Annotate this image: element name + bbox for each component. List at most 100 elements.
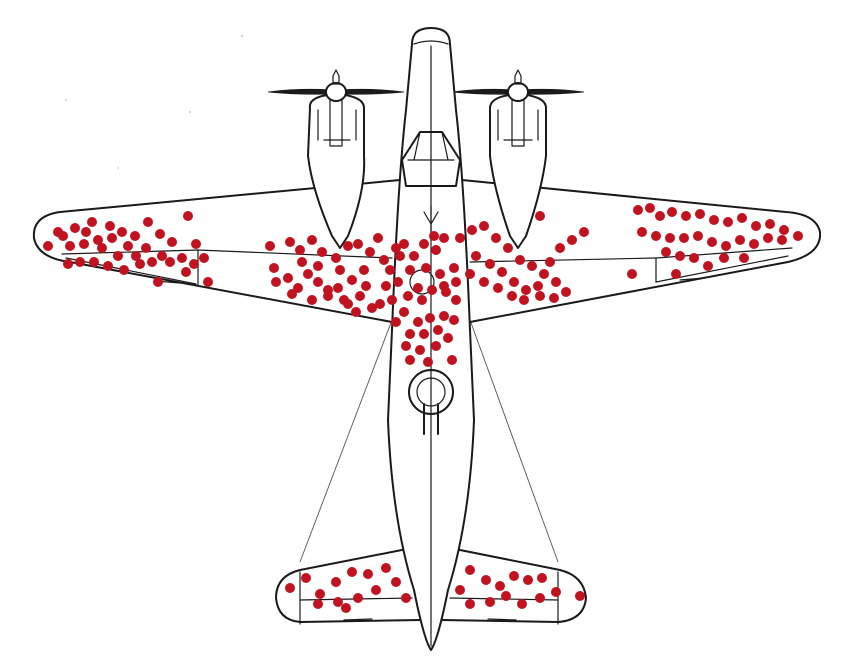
bullet-hit-dot	[419, 329, 429, 339]
bullet-hit-dot	[667, 207, 677, 217]
bullet-hit-dot	[465, 269, 475, 279]
hit-zone-left-wing-outer	[43, 211, 213, 287]
bullet-hit-dot	[435, 269, 445, 279]
bullet-hit-dot	[181, 267, 191, 277]
bullet-hit-dot	[709, 215, 719, 225]
bullet-hit-dot	[335, 265, 345, 275]
bullet-hit-dot	[497, 267, 507, 277]
bullet-hit-dot	[521, 285, 531, 295]
bullet-hit-dot	[535, 593, 545, 603]
bullet-hit-dot	[763, 233, 773, 243]
bullet-hit-dot	[155, 229, 165, 239]
bullet-hit-dot	[509, 277, 519, 287]
bullet-hit-dot	[671, 269, 681, 279]
bullet-hit-dot	[539, 269, 549, 279]
bullet-hit-dot	[723, 217, 733, 227]
bullet-hit-dot	[381, 281, 391, 291]
bullet-hit-dot	[347, 275, 357, 285]
bullet-hit-dot	[297, 257, 307, 267]
bullet-hit-dot	[493, 283, 503, 293]
bullet-hit-dot	[439, 233, 449, 243]
bullet-hit-dot	[431, 341, 441, 351]
bullet-hit-dot	[53, 227, 63, 237]
bullet-hit-dot	[343, 299, 353, 309]
bullet-hit-dot	[143, 217, 153, 227]
bullet-hit-dot	[355, 291, 365, 301]
bullet-hit-dot	[405, 265, 415, 275]
bullet-hit-dot	[331, 577, 341, 587]
bullet-hit-dot	[633, 205, 643, 215]
bullet-hit-dot	[777, 235, 787, 245]
bullet-hit-dot	[399, 239, 409, 249]
bullet-hit-dot	[431, 245, 441, 255]
bullet-hit-dot	[301, 573, 311, 583]
bullet-hit-dot	[381, 563, 391, 573]
bullet-hit-dot	[63, 259, 73, 269]
bullet-hit-dot	[313, 599, 323, 609]
bullet-hit-dot	[167, 237, 177, 247]
bullet-hit-dot	[353, 239, 363, 249]
bullet-hit-dot	[481, 575, 491, 585]
bullet-hit-dot	[645, 203, 655, 213]
bullet-hit-dot	[359, 265, 369, 275]
bullet-hit-dot	[479, 277, 489, 287]
bullet-hit-dot	[399, 307, 409, 317]
bullet-hit-dot	[739, 253, 749, 263]
bullet-hit-dot	[443, 333, 453, 343]
bullet-hit-dot	[269, 263, 279, 273]
right-engine	[451, 69, 585, 249]
bullet-hit-dot	[421, 263, 431, 273]
bullet-hit-dot	[479, 221, 489, 231]
bullet-hit-dot	[89, 257, 99, 267]
bullet-hit-dot	[317, 247, 327, 257]
bullet-hit-dot	[103, 261, 113, 271]
bullet-hit-dot	[567, 235, 577, 245]
bullet-hit-dot	[661, 247, 671, 257]
bullet-hit-dot	[555, 243, 565, 253]
bullet-hit-dot	[401, 593, 411, 603]
bullet-hit-dot	[401, 341, 411, 351]
bullet-hit-dot	[199, 253, 209, 263]
bullet-hit-dot	[307, 235, 317, 245]
bullet-hit-dot	[75, 257, 85, 267]
bullet-hit-dot	[119, 265, 129, 275]
bullet-hit-dot	[341, 603, 351, 613]
bullet-hit-dot	[665, 233, 675, 243]
bullet-hit-dot	[735, 235, 745, 245]
bracing-wires	[299, 319, 559, 563]
bullet-hit-dot	[315, 589, 325, 599]
bullet-hit-dot	[323, 291, 333, 301]
bullet-hit-dot	[183, 211, 193, 221]
bullet-hit-dot	[343, 241, 353, 251]
bullet-hit-dot	[43, 241, 53, 251]
bullet-hit-dot	[503, 243, 513, 253]
bullet-hit-dot	[131, 251, 141, 261]
bullet-hit-dot	[97, 243, 107, 253]
bullet-hit-dot	[707, 237, 717, 247]
bullet-hit-dot	[413, 283, 423, 293]
hit-zone-right-wing-outer	[627, 203, 803, 279]
bullet-hit-dot	[391, 317, 401, 327]
bullet-hit-dot	[465, 599, 475, 609]
paper-specks	[65, 34, 244, 169]
bullet-hit-dot	[627, 269, 637, 279]
bullet-hit-dot	[537, 573, 547, 583]
bullet-hit-dot	[157, 251, 167, 261]
bullet-hit-dot	[465, 565, 475, 575]
bullet-hit-dot	[307, 295, 317, 305]
bullet-hit-dot	[695, 209, 705, 219]
bullet-hit-dot	[313, 261, 323, 271]
bullet-hit-dot	[471, 251, 481, 261]
bullet-hit-dot	[331, 253, 341, 263]
hit-zone-fuselage-center	[391, 231, 461, 367]
bullet-hit-dot	[519, 295, 529, 305]
fuselage	[387, 27, 475, 651]
bullet-hit-dot	[413, 317, 423, 327]
bullet-hit-dot	[409, 251, 419, 261]
bullet-hit-dot	[415, 345, 425, 355]
bullet-hit-dot	[417, 295, 427, 305]
bullet-hit-dot	[387, 295, 397, 305]
bullet-hit-dot	[449, 263, 459, 273]
bullet-hit-dot	[105, 221, 115, 231]
